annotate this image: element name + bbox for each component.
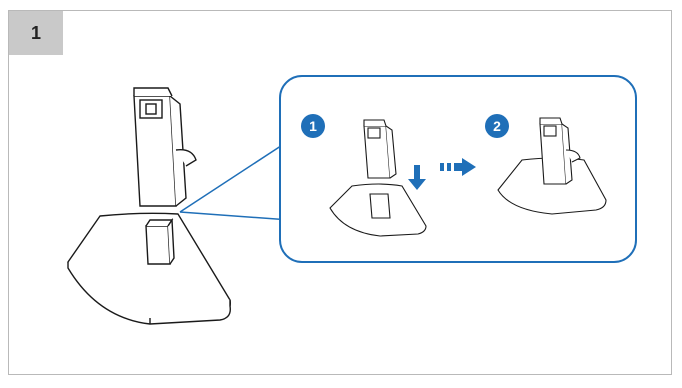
stand-neck-icon (363, 119, 397, 179)
marker-1-label: 1 (309, 118, 317, 134)
stand-neck-icon (133, 87, 197, 207)
arrow-right-icon (440, 158, 476, 176)
arrow-down-icon (408, 165, 426, 190)
instruction-panel (8, 10, 672, 375)
stand-neck-icon (539, 117, 581, 185)
callout-pointer (179, 139, 291, 221)
stand-base-icon (67, 212, 231, 325)
step-marker-2: 2 (485, 114, 509, 138)
step-badge: 1 (9, 11, 63, 55)
step-number: 1 (30, 23, 41, 43)
stand-base-icon (329, 183, 427, 237)
step-marker-1: 1 (301, 114, 325, 138)
marker-2-label: 2 (493, 118, 501, 134)
